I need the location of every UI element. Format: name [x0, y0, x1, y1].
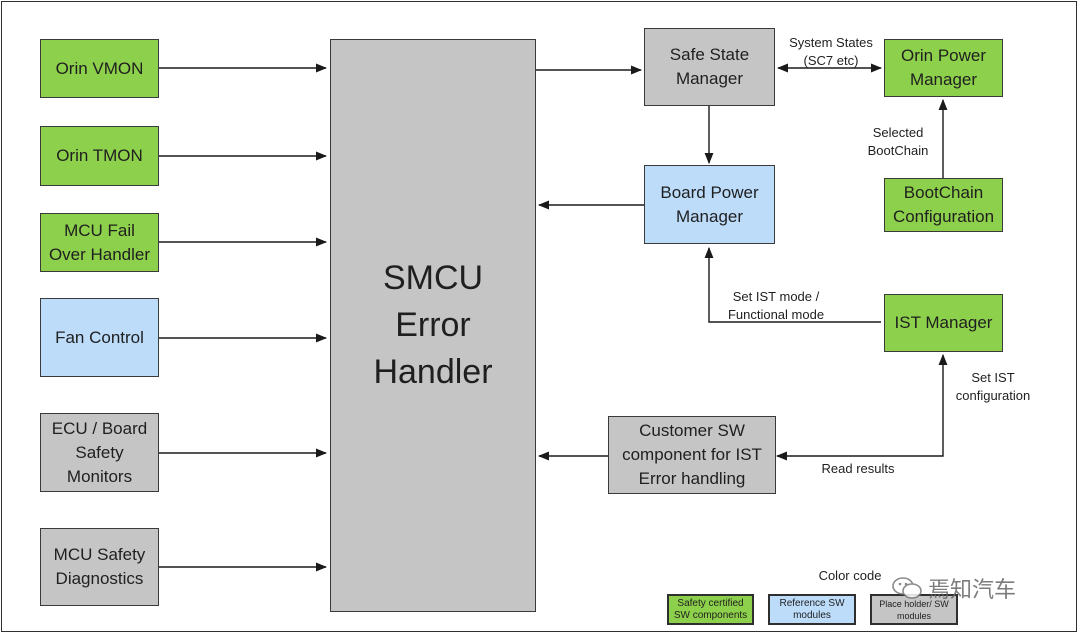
orin-tmon-block: Orin TMON — [40, 126, 159, 186]
set-ist-mode-label: Set IST mode / Functional mode — [727, 289, 825, 322]
board-power-manager-block: Board Power Manager — [644, 165, 775, 244]
selected-bootchain-label: Selected BootChain — [867, 125, 929, 158]
arrow-customer-to-ist — [775, 353, 948, 461]
ist-manager-block: IST Manager — [884, 294, 1003, 352]
fan-control-block: Fan Control — [40, 298, 159, 377]
watermark: 焉知汽车 — [892, 572, 1016, 604]
legend-reference: Reference SW modules — [768, 594, 856, 625]
safe-state-manager-block: Safe State Manager — [644, 28, 775, 106]
mcu-failover-block: MCU Fail Over Handler — [40, 213, 159, 272]
wechat-icon — [892, 577, 922, 599]
orin-vmon-block: Orin VMON — [40, 39, 159, 98]
smcu-error-handler-block: SMCU Error Handler — [330, 39, 536, 612]
customer-sw-component-block: Customer SW component for IST Error hand… — [608, 416, 776, 494]
read-results-label: Read results — [821, 461, 895, 476]
bootchain-configuration-block: BootChain Configuration — [884, 178, 1003, 232]
ecu-board-safety-block: ECU / Board Safety Monitors — [40, 413, 159, 492]
system-states-label: System States (SC7 etc) — [789, 35, 873, 68]
legend-placeholder: Place holder/ SW modules — [870, 594, 958, 625]
color-code-title: Color code — [818, 568, 882, 583]
watermark-text: 焉知汽车 — [928, 577, 1017, 602]
set-ist-configuration-label: Set IST configuration — [955, 370, 1031, 403]
legend-safety-certified: Safety certified SW components — [667, 594, 754, 625]
orin-power-manager-block: Orin Power Manager — [884, 39, 1003, 97]
mcu-safety-diagnostics-block: MCU Safety Diagnostics — [40, 528, 159, 606]
arrow-ist-to-boardpower — [704, 246, 881, 323]
